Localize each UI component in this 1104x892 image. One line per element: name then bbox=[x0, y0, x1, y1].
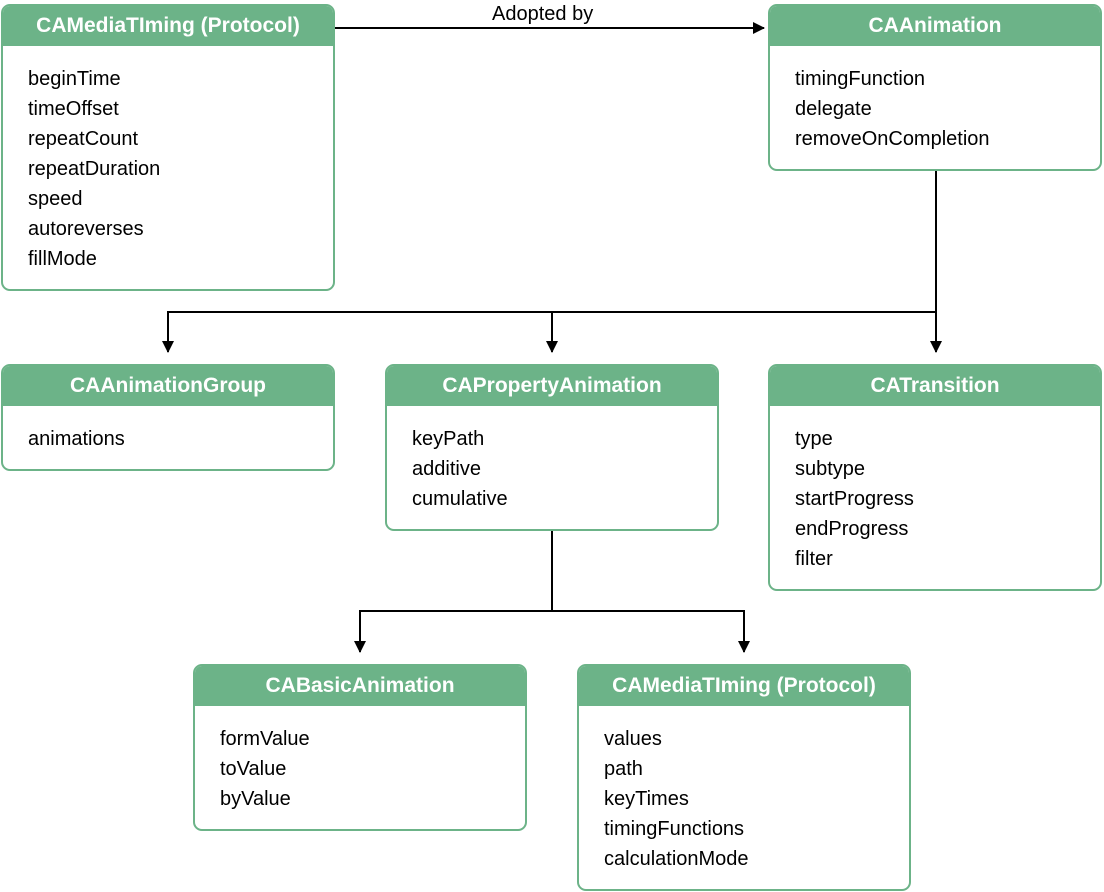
box-cabasicanimation: CABasicAnimation formValue toValue byVal… bbox=[193, 664, 527, 831]
property-item: repeatCount bbox=[28, 128, 139, 150]
property-item: cumulative bbox=[412, 488, 508, 510]
property-list: animations bbox=[3, 406, 333, 454]
property-item: type bbox=[795, 428, 833, 450]
property-list: beginTime timeOffset repeatCount repeatD… bbox=[3, 46, 333, 274]
property-list: values path keyTimes timingFunctions cal… bbox=[579, 706, 909, 874]
property-item: filter bbox=[795, 548, 833, 570]
property-item: path bbox=[604, 758, 643, 780]
property-item: animations bbox=[28, 428, 125, 450]
box-header: CABasicAnimation bbox=[195, 666, 525, 706]
property-item: delegate bbox=[795, 98, 872, 120]
box-header: CAPropertyAnimation bbox=[387, 366, 717, 406]
property-item: timeOffset bbox=[28, 98, 119, 120]
box-header: CAMediaTIming (Protocol) bbox=[579, 666, 909, 706]
property-item: timingFunction bbox=[795, 68, 926, 90]
box-camediatiming-protocol-2: CAMediaTIming (Protocol) values path key… bbox=[577, 664, 911, 891]
box-catransition: CATransition type subtype startProgress … bbox=[768, 364, 1102, 591]
property-item: timingFunctions bbox=[604, 818, 745, 840]
property-item: formValue bbox=[220, 728, 310, 750]
property-list: timingFunction delegate removeOnCompleti… bbox=[770, 46, 1100, 154]
box-header: CAMediaTIming (Protocol) bbox=[3, 6, 333, 46]
property-item: keyPath bbox=[412, 428, 485, 450]
box-header: CAAnimation bbox=[770, 6, 1100, 46]
property-item: beginTime bbox=[28, 68, 121, 90]
property-item: autoreverses bbox=[28, 218, 144, 240]
box-caanimation: CAAnimation timingFunction delegate remo… bbox=[768, 4, 1102, 171]
box-caanimationgroup: CAAnimationGroup animations bbox=[1, 364, 335, 471]
property-item: startProgress bbox=[795, 488, 914, 510]
property-item: subtype bbox=[795, 458, 866, 480]
property-item: removeOnCompletion bbox=[795, 128, 990, 150]
property-item: values bbox=[604, 728, 662, 750]
property-list: type subtype startProgress endProgress f… bbox=[770, 406, 1100, 574]
box-capropertyanimation: CAPropertyAnimation keyPath additive cum… bbox=[385, 364, 719, 531]
property-item: additive bbox=[412, 458, 481, 480]
property-item: toValue bbox=[220, 758, 287, 780]
box-header: CATransition bbox=[770, 366, 1100, 406]
property-list: keyPath additive cumulative bbox=[387, 406, 717, 514]
property-list: formValue toValue byValue bbox=[195, 706, 525, 814]
property-item: byValue bbox=[220, 788, 291, 810]
property-item: keyTimes bbox=[604, 788, 689, 810]
property-item: calculationMode bbox=[604, 848, 749, 870]
adopted-by-label: Adopted by bbox=[492, 3, 594, 25]
property-item: fillMode bbox=[28, 248, 97, 270]
property-item: endProgress bbox=[795, 518, 909, 540]
box-header: CAAnimationGroup bbox=[3, 366, 333, 406]
property-item: repeatDuration bbox=[28, 158, 161, 180]
property-item: speed bbox=[28, 188, 83, 210]
box-camediatiming-protocol: CAMediaTIming (Protocol) beginTime timeO… bbox=[1, 4, 335, 291]
